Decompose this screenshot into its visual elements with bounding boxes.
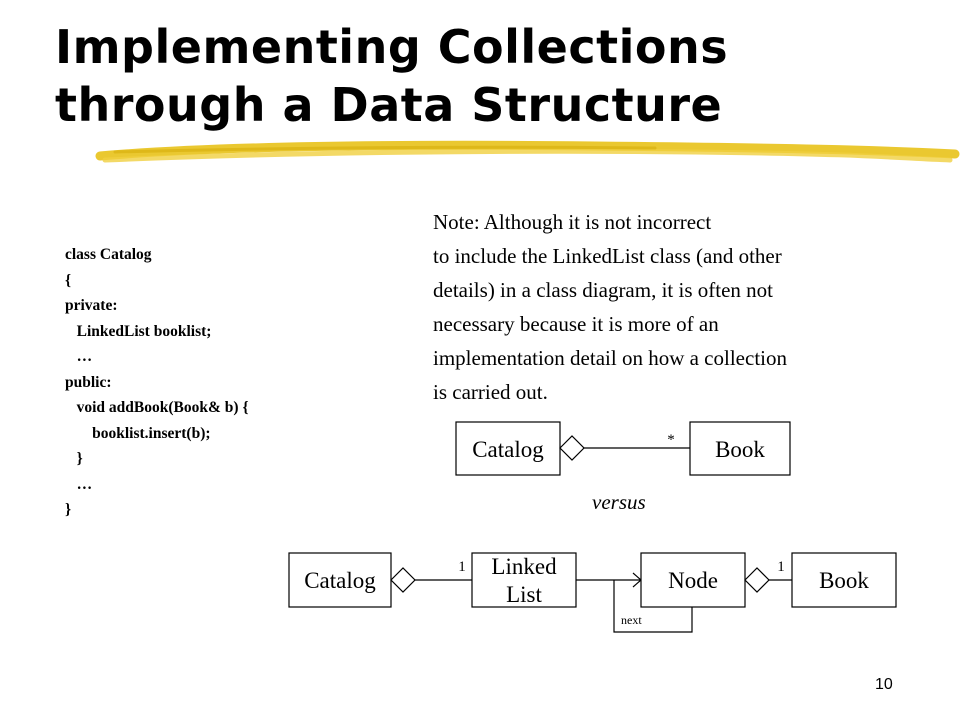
code-line: }	[65, 450, 83, 467]
multiplicity-label: 1	[777, 559, 785, 575]
node-class-box	[640, 552, 746, 608]
book-class-label: Book	[715, 437, 765, 462]
code-line: LinkedList booklist;	[65, 322, 212, 340]
catalog-class-box	[455, 421, 561, 476]
book-class-label: Book	[819, 568, 869, 593]
code-line: private:	[65, 297, 118, 314]
self-association-loop	[613, 580, 693, 633]
catalog-class-box	[288, 552, 392, 608]
note-line: necessary because it is more of an	[433, 312, 719, 336]
page-number: 10	[875, 676, 893, 693]
title-line-1: Implementing Collections	[55, 20, 729, 74]
code-line: }	[65, 501, 72, 518]
slide-title: Implementing Collections through a Data …	[55, 18, 935, 134]
catalog-class-label: Catalog	[472, 437, 544, 462]
code-line: {	[65, 271, 72, 289]
note-line: details) in a class diagram, it is often…	[433, 278, 773, 302]
note-line: is carried out.	[433, 380, 548, 404]
note-line: Note: Although it is not incorrect	[433, 210, 712, 234]
multiplicity-label: *	[667, 432, 675, 448]
self-association-label: next	[621, 613, 642, 627]
aggregation-diamond	[559, 435, 585, 461]
aggregation-diamond	[744, 567, 770, 593]
note-text: Note: Although it is not incorrect to in…	[433, 205, 933, 409]
book-class-box	[689, 421, 791, 476]
book-class-box	[791, 552, 897, 608]
code-line: booklist.insert(b);	[65, 424, 211, 442]
code-line: class Catalog	[65, 246, 152, 263]
title-line-2: through a Data Structure	[55, 78, 723, 132]
aggregation-diamond	[390, 567, 416, 593]
note-line: to include the LinkedList class (and oth…	[433, 244, 782, 268]
multiplicity-label: 1	[458, 559, 466, 575]
linkedlist-class-box	[471, 552, 577, 608]
code-line: …	[65, 475, 93, 493]
node-class-label: Node	[668, 568, 718, 593]
linkedlist-class-label-line2: List	[506, 582, 542, 607]
title-underline-stroke	[95, 140, 960, 163]
catalog-class-label: Catalog	[304, 568, 376, 593]
linkedlist-class-label-line1: Linked	[491, 554, 557, 579]
code-block: class Catalog { private: LinkedList book…	[65, 242, 249, 523]
code-line: void addBook(Book& b) {	[65, 399, 249, 416]
code-line: …	[65, 348, 93, 365]
versus-label: versus	[592, 490, 646, 514]
note-line: implementation detail on how a collectio…	[433, 346, 787, 370]
code-line: public:	[65, 373, 112, 391]
